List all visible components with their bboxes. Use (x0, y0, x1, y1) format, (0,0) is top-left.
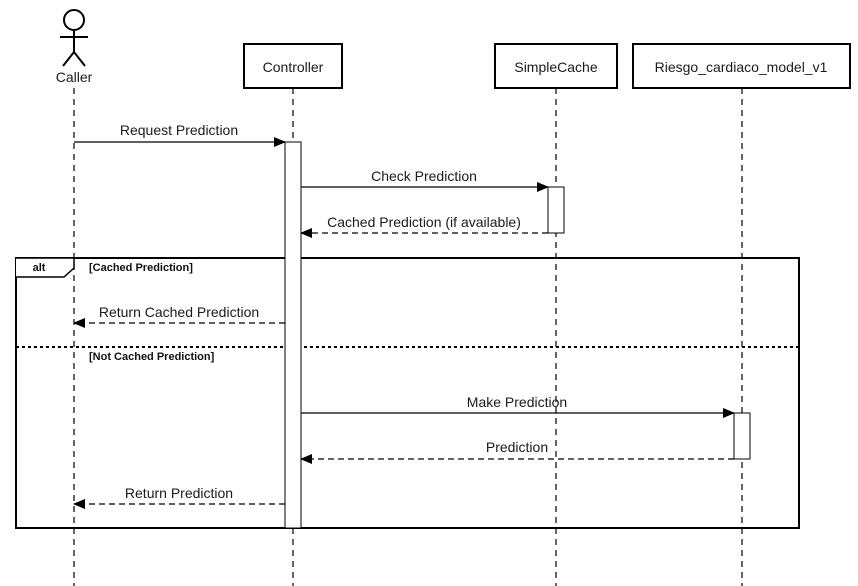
actor-icon (60, 9, 88, 67)
alt-fragment (15, 257, 800, 529)
participant-controller-box (243, 43, 343, 89)
participant-cache-label: SimpleCache (514, 59, 597, 75)
message-prediction-label: Prediction (486, 439, 548, 455)
participant-model-label: Riesgo_cardiaco_model_v1 (655, 59, 828, 75)
activation-model (733, 412, 751, 460)
message-check-prediction-label: Check Prediction (371, 168, 477, 184)
participant-model-box (632, 43, 851, 89)
participant-cache-box (494, 43, 618, 89)
alt-operator-label: alt (33, 262, 46, 274)
message-return-cached-label: Return Cached Prediction (99, 304, 259, 320)
alt-guard-cached: [Cached Prediction] (89, 262, 193, 274)
message-cached-prediction-label: Cached Prediction (if available) (327, 214, 521, 230)
message-request-prediction-label: Request Prediction (120, 122, 238, 138)
alt-operator-tab (16, 257, 75, 278)
activation-controller (284, 141, 302, 529)
message-return-prediction-label: Return Prediction (125, 485, 233, 501)
activation-cache (547, 186, 565, 234)
message-make-prediction-label: Make Prediction (467, 394, 567, 410)
participant-controller-label: Controller (263, 59, 324, 75)
actor-caller-label: Caller (56, 69, 93, 85)
alt-guard-not-cached: [Not Cached Prediction] (89, 351, 215, 363)
